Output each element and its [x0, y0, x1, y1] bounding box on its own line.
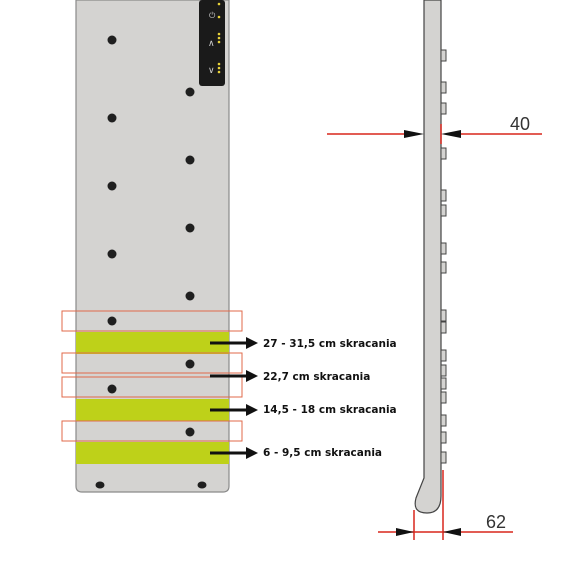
cut-marker-3 — [61, 376, 243, 398]
cut-zone-2 — [76, 399, 229, 421]
side-clip — [440, 309, 447, 322]
thickness-dimension: 40 — [327, 114, 542, 144]
depth-value: 62 — [486, 512, 506, 532]
cut-label-3: 14,5 - 18 cm skracania — [263, 404, 397, 416]
control-buttons-icon: ⏻ ∧ ∨ — [199, 0, 225, 86]
side-clip — [440, 81, 447, 94]
cut-marker-1 — [61, 310, 243, 332]
side-clip — [440, 242, 447, 255]
svg-text:∨: ∨ — [208, 66, 215, 76]
cut-label-1: 27 - 31,5 cm skracania — [263, 338, 397, 350]
cut-marker-2 — [61, 352, 243, 374]
front-view: ⏻ ∧ ∨ — [61, 0, 397, 493]
thickness-value: 40 — [510, 114, 530, 134]
side-clip — [440, 102, 447, 115]
cut-arrows — [210, 337, 258, 459]
cut-zone-1 — [76, 332, 229, 354]
side-clip — [440, 431, 447, 444]
side-clip — [440, 451, 447, 464]
cut-zone-3 — [76, 442, 229, 464]
side-clip — [440, 321, 447, 334]
side-clip — [440, 377, 447, 390]
side-clip — [440, 49, 447, 62]
side-clips — [440, 49, 447, 464]
side-clip — [440, 364, 447, 377]
side-clip — [440, 261, 447, 274]
svg-text:⏻: ⏻ — [209, 11, 216, 20]
side-clip — [440, 189, 447, 202]
cut-label-2: 22,7 cm skracania — [263, 371, 370, 383]
cut-label-4: 6 - 9,5 cm skracania — [263, 447, 382, 459]
mount-point-icon — [95, 35, 207, 489]
depth-dimension: 62 — [378, 470, 513, 540]
side-view: 40 62 — [327, 0, 542, 540]
cut-marker-4 — [61, 420, 243, 442]
panel-body — [75, 0, 230, 493]
side-clip — [440, 391, 447, 404]
side-clip — [440, 147, 447, 160]
svg-text:∧: ∧ — [208, 39, 215, 49]
side-clip — [440, 414, 447, 427]
side-profile — [414, 0, 442, 514]
side-clip — [440, 349, 447, 362]
side-clip — [440, 204, 447, 217]
